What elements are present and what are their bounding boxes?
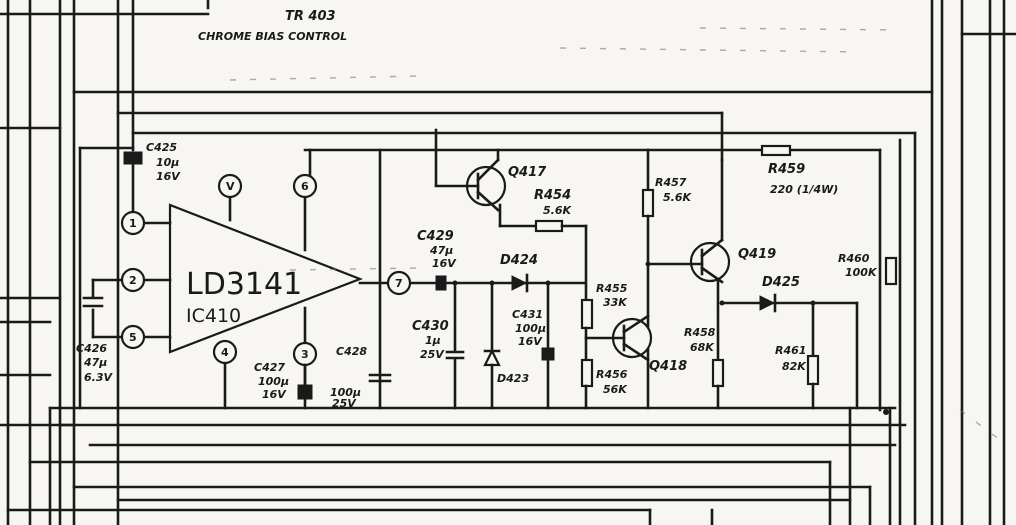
r456-ref: R456	[596, 368, 628, 381]
c426-value: 47μ	[83, 356, 107, 369]
scan-smudges	[229, 27, 1001, 441]
svg-text:V: V	[226, 180, 235, 193]
resistor-r455	[580, 298, 594, 362]
pin-6: 6	[292, 173, 318, 199]
capacitor-c427	[297, 363, 313, 400]
c428-value: 100μ	[330, 386, 361, 399]
svg-text:7: 7	[395, 277, 403, 290]
resistor-r460	[884, 256, 898, 286]
r456-value: 56K	[603, 383, 628, 396]
c430-voltage: 25V	[420, 348, 445, 361]
ic-designator: IC410	[186, 305, 241, 327]
diode-d424	[511, 273, 529, 293]
c430-ref: C430	[412, 319, 449, 334]
ic410: LD3141 IC410	[168, 203, 364, 354]
header-ref: TR 403	[285, 9, 336, 24]
pin-7: 7	[386, 270, 412, 296]
pin-2: 2	[120, 267, 146, 293]
pin-4: 4	[212, 339, 238, 365]
r460-value: 100K	[845, 266, 878, 279]
capacitor-c431	[541, 281, 555, 410]
transistor-q417	[434, 148, 507, 212]
svg-text:4: 4	[221, 346, 229, 359]
r457-ref: R457	[655, 176, 687, 189]
c431-ref: C431	[512, 308, 543, 321]
pin-5: 5	[120, 324, 146, 350]
c429-voltage: 16V	[432, 257, 457, 270]
c428-voltage: 25V	[332, 397, 357, 410]
r459-value: 220 (1/4W)	[770, 183, 838, 196]
bottom-bus-wires	[6, 406, 907, 525]
q418-ref: Q418	[649, 359, 687, 374]
c427-voltage: 16V	[262, 388, 287, 401]
c428-ref: C428	[336, 345, 367, 358]
r457-value: 5.6K	[663, 191, 692, 204]
svg-text:2: 2	[129, 274, 137, 287]
r460-ref: R460	[838, 252, 870, 265]
r455-ref: R455	[596, 282, 628, 295]
capacitor-c429	[435, 275, 587, 291]
diode-d423	[483, 281, 501, 410]
junction-dots	[452, 261, 889, 415]
d425-ref: D425	[762, 275, 800, 290]
svg-text:6: 6	[301, 180, 309, 193]
resistor-r457	[641, 148, 655, 410]
resistor-r456	[580, 358, 594, 410]
r458-value: 68K	[690, 341, 715, 354]
pin-3: 3	[292, 341, 318, 367]
resistor-r459	[760, 144, 792, 157]
transistor-q418	[584, 314, 653, 362]
pin-v: V	[217, 173, 243, 199]
capacitor-c426	[82, 296, 104, 308]
c426-ref: C426	[76, 342, 107, 355]
c431-voltage: 16V	[518, 335, 543, 348]
component-labels: C425 10μ 16V C426 47μ 6.3V C427 100μ 16V…	[76, 141, 878, 410]
svg-text:1: 1	[129, 217, 137, 230]
capacitor-c430	[445, 281, 465, 410]
c431-value: 100μ	[515, 322, 546, 335]
c427-value: 100μ	[258, 375, 289, 388]
r461-ref: R461	[775, 344, 806, 357]
c425-voltage: 16V	[156, 170, 181, 183]
svg-text:5: 5	[129, 331, 137, 344]
c425-value: 10μ	[156, 156, 179, 169]
ic-part-number: LD3141	[186, 267, 302, 302]
resistor-r461	[806, 354, 820, 410]
top-bus-wires	[72, 0, 1016, 525]
svg-text:3: 3	[301, 348, 309, 361]
c430-value: 1μ	[425, 334, 441, 347]
capacitor-c425	[123, 151, 143, 165]
header-labels: TR 403 CHROME BIAS CONTROL	[198, 9, 347, 43]
q417-ref: Q417	[508, 165, 547, 180]
c429-ref: C429	[417, 229, 454, 244]
d424-ref: D424	[500, 253, 538, 268]
c429-value: 47μ	[429, 244, 453, 257]
q419-ref: Q419	[738, 247, 776, 262]
d423-ref: D423	[497, 372, 529, 385]
resistor-r458	[711, 278, 725, 410]
header-subtitle: CHROME BIAS CONTROL	[198, 30, 347, 43]
c427-ref: C427	[254, 361, 285, 374]
pin-1: 1	[120, 210, 146, 236]
r454-ref: R454	[534, 188, 571, 203]
r455-value: 33K	[603, 296, 628, 309]
r459-ref: R459	[768, 162, 805, 177]
capacitor-c428	[368, 373, 392, 383]
left-bus-wires	[0, 0, 210, 525]
inner-frame-wires	[48, 128, 897, 525]
transistor-q419	[646, 158, 731, 284]
c425-ref: C425	[146, 141, 177, 154]
r454-value: 5.6K	[543, 204, 572, 217]
diode-d425	[720, 293, 859, 410]
c426-voltage: 6.3V	[84, 371, 113, 384]
ic-pins: 1 2 5 7 V 6 4 3	[120, 173, 412, 367]
r458-ref: R458	[684, 326, 716, 339]
r461-value: 82K	[782, 360, 807, 373]
resistor-r454	[498, 203, 588, 302]
